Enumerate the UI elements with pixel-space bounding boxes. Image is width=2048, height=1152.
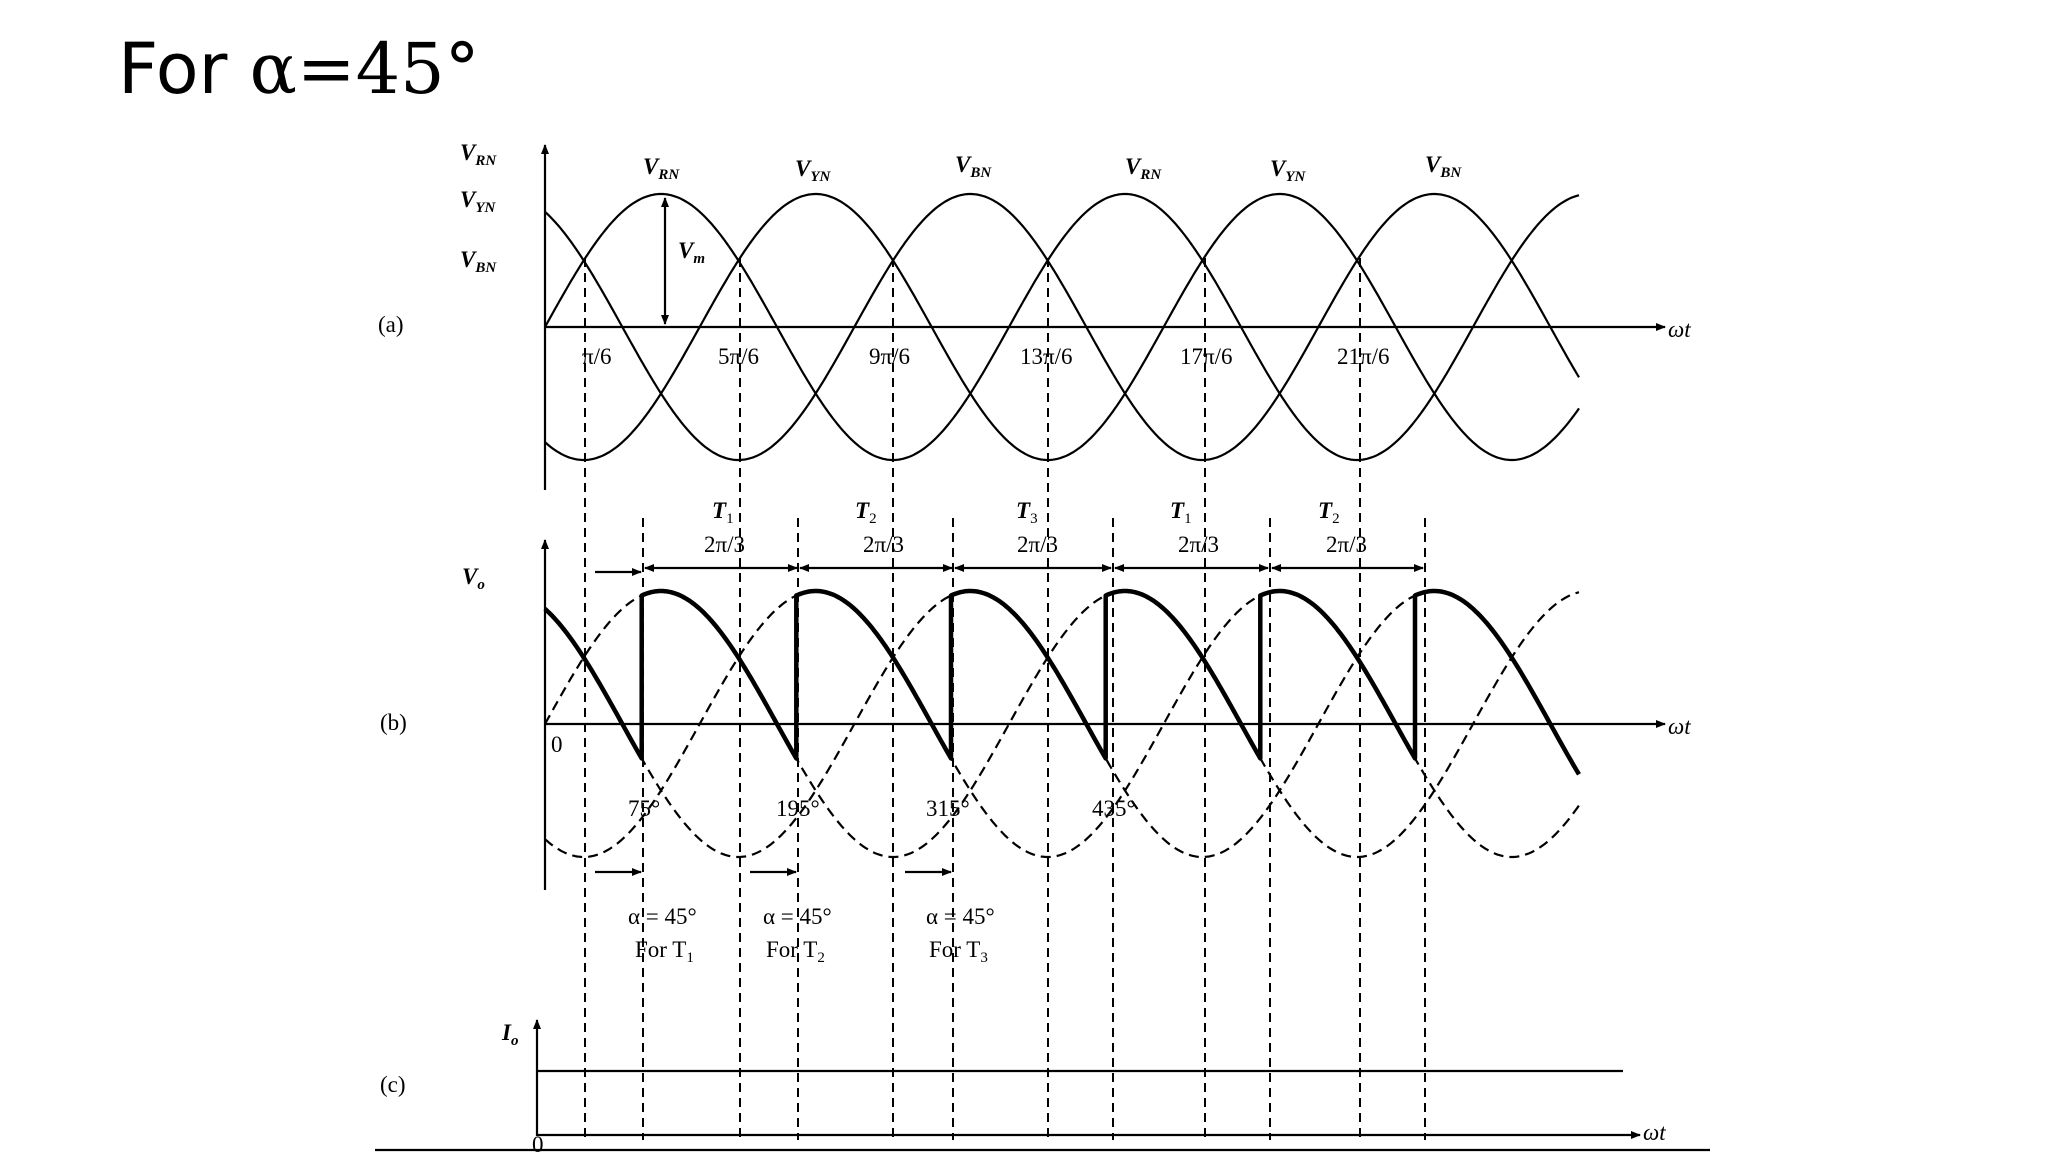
phase-curve-vrn [544, 192, 1580, 462]
curve-label-vyn-2: VYN [1270, 156, 1307, 185]
output-voltage-waveform [543, 588, 1581, 776]
slide-title: For α=45° [118, 28, 480, 110]
angle-labels: 75° 195° 315° 435° [628, 796, 1136, 821]
y-label-vyn: VYN [460, 187, 497, 216]
thyristor-labels: T1 2π/3 T2 2π/3 T3 2π/3 T1 2π/3 T2 2π/3 [704, 498, 1367, 557]
angle-435: 435° [1092, 796, 1136, 821]
panel-label-b: (b) [380, 710, 407, 735]
curve-label-vbn-2: VBN [1425, 152, 1462, 181]
origin-b: 0 [551, 732, 563, 757]
y-label-io: Io [501, 1020, 518, 1049]
span-t1: 2π/3 [704, 532, 745, 557]
alpha-notes: α = 45° For T1 α = 45° For T2 α = 45° Fo… [628, 904, 995, 966]
curve-label-vyn-1: VYN [795, 156, 832, 185]
panel-label-c: (c) [380, 1072, 406, 1097]
y-label-vo: Vo [462, 564, 485, 593]
angle-195: 195° [776, 796, 820, 821]
vm-label: Vm [678, 238, 705, 267]
panel-c-x-label: ωt [1643, 1120, 1666, 1145]
label-t1-b: T1 [1170, 498, 1192, 527]
panel-label-a: (a) [378, 312, 404, 337]
vertical-guides [584, 258, 1426, 1140]
curve-label-vrn-1: VRN [643, 154, 680, 183]
x-tick-21pi-6: 21π/6 [1337, 344, 1390, 369]
y-label-vrn: VRN [460, 140, 497, 169]
alpha-note-t2: α = 45° [763, 904, 832, 929]
angle-315: 315° [926, 796, 970, 821]
label-t2-b: T2 [1318, 498, 1340, 527]
angle-75: 75° [628, 796, 660, 821]
curve-label-vbn-1: VBN [955, 152, 992, 181]
dashed-curve-vrn [544, 589, 1580, 859]
conduction-intervals [595, 564, 1424, 576]
label-t3: T3 [1016, 498, 1038, 527]
for-t1: For T1 [635, 937, 694, 966]
span-t2-b: 2π/3 [1326, 532, 1367, 557]
span-t3: 2π/3 [1017, 532, 1058, 557]
label-t2: T2 [855, 498, 877, 527]
panel-a-x-label: ωt [1668, 317, 1691, 342]
label-t1: T1 [712, 498, 734, 527]
x-tick-13pi-6: 13π/6 [1020, 344, 1073, 369]
x-tick-9pi-6: 9π/6 [869, 344, 910, 369]
title-prefix: For [118, 28, 250, 110]
phase-voltage-curves [544, 192, 1580, 462]
x-tick-5pi-6: 5π/6 [718, 344, 759, 369]
alpha-note-t3: α = 45° [926, 904, 995, 929]
x-tick-labels-a: π/6 5π/6 9π/6 13π/6 17π/6 21π/6 [582, 344, 1390, 369]
panel-b: (b) ωt Vo 0 T1 2π/3 T2 2π/3 T3 2π/3 T1 2… [380, 498, 1691, 966]
span-t1-b: 2π/3 [1178, 532, 1219, 557]
span-t2: 2π/3 [863, 532, 904, 557]
phase-curve-vyn [544, 192, 1580, 462]
curve-labels: VRN VYN VBN VRN VYN VBN [643, 152, 1462, 185]
x-tick-pi-6: π/6 [582, 344, 612, 369]
title-suffix: =45° [296, 28, 480, 110]
panel-c: (c) ωt Io 0 [375, 1019, 1710, 1152]
origin-c: 0 [532, 1132, 544, 1152]
title-alpha: α [249, 28, 297, 110]
output-voltage-curve [543, 588, 1581, 776]
for-t2: For T2 [766, 937, 825, 966]
panel-b-x-label: ωt [1668, 714, 1691, 739]
for-t3: For T3 [929, 937, 988, 966]
phase-curve-vbn [544, 192, 1580, 462]
curve-label-vrn-2: VRN [1125, 154, 1162, 183]
x-tick-17pi-6: 17π/6 [1180, 344, 1233, 369]
alpha-note-t1: α = 45° [628, 904, 697, 929]
panel-a: (a) ωt VRN VYN VBN Vm VRN VYN VBN VRN VY… [378, 140, 1691, 490]
y-label-vbn: VBN [460, 247, 497, 276]
